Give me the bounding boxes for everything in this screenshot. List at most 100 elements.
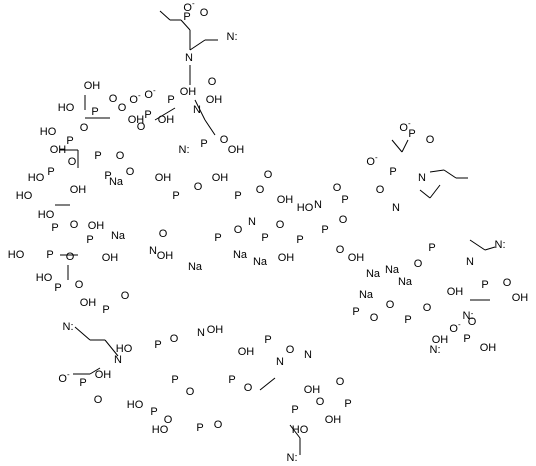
atom-label: OH xyxy=(102,252,119,264)
atom-label: P xyxy=(481,279,488,291)
atom-label: OH xyxy=(278,252,295,264)
atom-label: O xyxy=(194,181,203,193)
atom-label: OH xyxy=(84,80,101,92)
atom-label: P xyxy=(196,422,203,434)
atom-label: N xyxy=(149,245,157,257)
atom-label: HO xyxy=(36,272,53,284)
atom-label: OH xyxy=(70,184,87,196)
atom-label: N xyxy=(304,349,312,361)
atom-label: O xyxy=(503,277,512,289)
atom-label: N: xyxy=(287,452,298,464)
atom-label: P xyxy=(150,406,157,418)
atom-label: N xyxy=(418,172,426,184)
atom-label: O xyxy=(423,302,432,314)
atom-label: O xyxy=(94,394,103,406)
atom-label: O xyxy=(426,134,435,146)
atom-label: OH xyxy=(447,286,464,298)
atom-label: P xyxy=(261,232,268,244)
atom-label: P xyxy=(428,242,435,254)
atom-label: OH xyxy=(480,342,497,354)
atom-label: P xyxy=(102,304,109,316)
atom-label: Na xyxy=(366,268,381,280)
atom-label: P xyxy=(291,404,298,416)
atom-label: Na xyxy=(111,230,126,242)
atom-label: O xyxy=(244,382,253,394)
atom-label: HO xyxy=(8,249,25,261)
atom-label: N xyxy=(197,327,205,339)
atom-label: P xyxy=(86,234,93,246)
atom-label: P xyxy=(463,333,470,345)
atom-label: OH xyxy=(80,297,97,309)
atom-label: O xyxy=(170,333,179,345)
atom-label: OH xyxy=(95,369,112,381)
atom-label: O xyxy=(75,279,84,291)
atom-label: O xyxy=(80,122,89,134)
atom-label: OH xyxy=(158,114,175,126)
atom-label: P xyxy=(352,306,359,318)
atom-label: P xyxy=(344,398,351,410)
atom-label: Na xyxy=(188,261,203,273)
atom-label: N: xyxy=(179,144,190,156)
atom-label: O xyxy=(118,102,127,114)
atom-label: HO xyxy=(28,172,45,184)
atom-label: O xyxy=(164,414,173,426)
atom-label: OH xyxy=(228,144,245,156)
atom-label: OH xyxy=(128,114,145,126)
atom-label: Na xyxy=(253,256,268,268)
atom-label: HO xyxy=(152,424,169,436)
atom-label: OH xyxy=(180,86,197,98)
atom-label: O xyxy=(109,93,118,105)
atom-label: O xyxy=(339,214,348,226)
atom-label: P xyxy=(47,166,54,178)
atom-label: Na xyxy=(398,276,413,288)
atom-label: N: xyxy=(63,321,74,333)
atom-label: HO xyxy=(297,202,314,214)
atom-label: OH xyxy=(206,94,223,106)
atom-label: O xyxy=(370,312,379,324)
atom-label: O- xyxy=(399,119,411,134)
atom-label: P xyxy=(46,249,53,261)
atom-label: O xyxy=(159,228,168,240)
atom-label: Na xyxy=(359,289,374,301)
atom-label: P xyxy=(94,150,101,162)
atom-label: P xyxy=(200,138,207,150)
atom-label: P xyxy=(144,109,151,121)
atom-label: O xyxy=(137,121,146,133)
atom-label: P xyxy=(66,135,73,147)
atom-label: O xyxy=(333,182,342,194)
atom-label: O xyxy=(276,219,285,231)
atom-label: HO xyxy=(292,424,309,436)
atom-label: N xyxy=(466,256,474,268)
atom-label: O- xyxy=(366,153,378,168)
atom-label: Na xyxy=(385,264,400,276)
atom-label: O- xyxy=(183,0,195,14)
atom-label: N xyxy=(248,216,256,228)
atom-label: P xyxy=(321,224,328,236)
atom-label: P xyxy=(104,170,111,182)
atom-label: O- xyxy=(129,91,141,106)
atom-label: HO xyxy=(127,399,144,411)
atom-label: P xyxy=(79,377,86,389)
atom-label: HO xyxy=(40,126,57,138)
atom-label: O xyxy=(336,376,345,388)
atom-label: P xyxy=(154,339,161,351)
atom-label: OH xyxy=(50,144,67,156)
atom-label: OH xyxy=(512,292,529,304)
atom-label: N xyxy=(392,202,400,214)
atom-label: O- xyxy=(58,370,70,385)
atom-label: O xyxy=(121,290,130,302)
atom-label: O xyxy=(208,76,217,88)
atom-label: OH xyxy=(304,384,321,396)
atom-label: O xyxy=(220,134,229,146)
atom-label: N: xyxy=(463,310,474,322)
atom-label: P xyxy=(404,314,411,326)
atom-label: O xyxy=(70,219,79,231)
atom-label: OH xyxy=(432,334,449,346)
atom-label: O xyxy=(66,251,75,263)
atom-label: P xyxy=(51,222,58,234)
atom-label: N: xyxy=(227,31,238,43)
atom-label: Na xyxy=(233,249,248,261)
atom-label: P xyxy=(214,232,221,244)
